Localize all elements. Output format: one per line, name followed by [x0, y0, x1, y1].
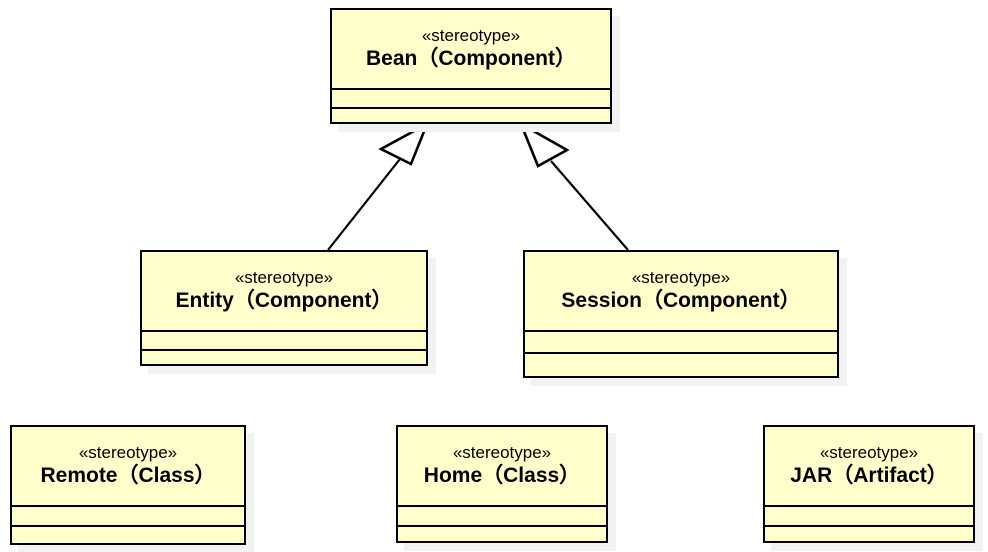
remote-stereotype-label: «stereotype» [78, 442, 178, 462]
bean-operations-compartment [332, 107, 610, 122]
hollow-triangle-arrowhead-session [518, 121, 570, 168]
uml-class-remote[interactable]: «stereotype» Remote（Class） [10, 425, 246, 545]
remote-attributes-compartment [12, 505, 244, 525]
remote-header: «stereotype» Remote（Class） [12, 427, 244, 505]
uml-class-entity[interactable]: «stereotype» Entity（Component） [140, 250, 428, 366]
bean-attributes-compartment [332, 88, 610, 107]
home-name-label: Home（Class） [423, 463, 581, 487]
bean-name-label: Bean（Component） [366, 46, 576, 70]
session-operations-compartment [525, 352, 837, 376]
entity-name-label: Entity（Component） [175, 288, 393, 312]
jar-operations-compartment [765, 525, 973, 541]
generalization-session-to-bean [518, 121, 629, 251]
uml-class-jar[interactable]: «stereotype» JAR（Artifact） [763, 425, 975, 543]
generalization-line-session [550, 160, 629, 251]
jar-header: «stereotype» JAR（Artifact） [765, 427, 973, 505]
session-header: «stereotype» Session（Component） [525, 252, 837, 330]
home-operations-compartment [398, 525, 606, 541]
bean-header: «stereotype» Bean（Component） [332, 10, 610, 88]
remote-name-label: Remote（Class） [40, 463, 216, 487]
session-stereotype-label: «stereotype» [631, 267, 731, 287]
session-name-label: Session（Component） [561, 288, 801, 312]
bean-stereotype-label: «stereotype» [421, 25, 521, 45]
uml-class-bean[interactable]: «stereotype» Bean（Component） [330, 8, 612, 124]
entity-stereotype-label: «stereotype» [234, 267, 334, 287]
remote-operations-compartment [12, 525, 244, 543]
jar-stereotype-label: «stereotype» [819, 442, 919, 462]
jar-name-label: JAR（Artifact） [790, 463, 948, 487]
entity-header: «stereotype» Entity（Component） [142, 252, 426, 330]
jar-attributes-compartment [765, 505, 973, 525]
home-header: «stereotype» Home（Class） [398, 427, 606, 505]
generalization-entity-to-bean [327, 121, 430, 251]
uml-class-session[interactable]: «stereotype» Session（Component） [523, 250, 839, 378]
generalization-line-entity [327, 158, 401, 251]
session-attributes-compartment [525, 330, 837, 352]
home-attributes-compartment [398, 505, 606, 525]
hollow-triangle-arrowhead-entity [378, 121, 430, 166]
home-stereotype-label: «stereotype» [452, 442, 552, 462]
entity-attributes-compartment [142, 330, 426, 349]
entity-operations-compartment [142, 349, 426, 364]
uml-class-home[interactable]: «stereotype» Home（Class） [396, 425, 608, 543]
